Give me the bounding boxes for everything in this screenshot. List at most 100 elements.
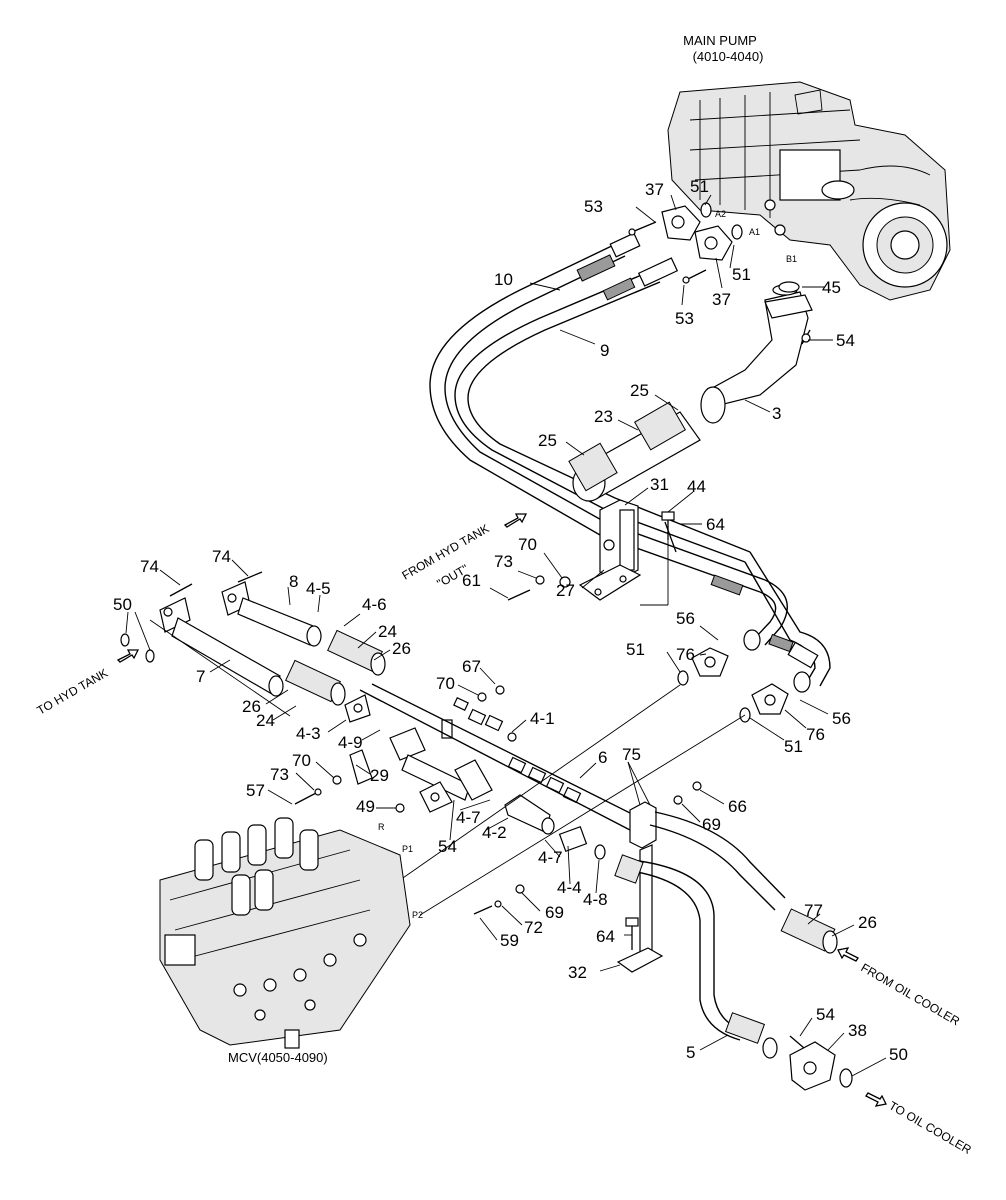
callout: 77	[804, 901, 823, 920]
suction-hose-23	[568, 401, 701, 502]
callout: 4-5	[306, 579, 331, 598]
fitting-4-2	[504, 794, 555, 835]
flange-76-upper	[691, 647, 729, 677]
callout: 25	[630, 381, 649, 400]
callout: 10	[494, 270, 513, 289]
nut-66	[692, 781, 702, 791]
callout: 4-9	[338, 733, 363, 752]
fitting-4-1-group	[453, 697, 517, 742]
oring-51-mid	[677, 670, 689, 686]
callout: 70	[518, 535, 537, 554]
oring-50-lower	[839, 1068, 853, 1088]
washer-70-upper	[559, 576, 571, 588]
callout: 8	[289, 572, 298, 591]
bolt-61	[507, 589, 531, 601]
from-oil-cooler-arrow	[837, 947, 859, 962]
callout: 57	[246, 781, 265, 800]
bracket-31	[578, 499, 642, 601]
from-hyd-tank-arrow	[503, 513, 528, 528]
callout: 51	[732, 265, 751, 284]
port-p1-label: P1	[402, 844, 413, 854]
callout: 31	[650, 475, 669, 494]
callout: 4-7	[456, 808, 481, 827]
return-pipe-7	[159, 597, 284, 697]
port-a2-label: A2	[715, 209, 726, 219]
callout: 51	[626, 640, 645, 659]
oring-4-8	[594, 844, 606, 860]
flange-38	[789, 1041, 836, 1091]
callout: 51	[690, 177, 709, 196]
bolt-54-pump	[801, 329, 811, 345]
callout: 27	[556, 581, 575, 600]
bolt-54-lower	[789, 1035, 805, 1049]
callout: 61	[462, 571, 481, 590]
oring-50-b	[145, 649, 155, 663]
fitting-4-4	[558, 826, 588, 852]
callout: 64	[596, 927, 615, 946]
callout: 4-2	[482, 823, 507, 842]
callout: 29	[370, 766, 389, 785]
port-p2-label: P2	[412, 910, 423, 920]
callout: 64	[706, 515, 725, 534]
bolt-64-lower	[625, 917, 639, 950]
mcv-valve	[159, 817, 411, 1049]
main-pump	[667, 81, 951, 301]
hoses-right-loop	[710, 551, 831, 693]
manifold-block	[344, 694, 493, 813]
callout: 3	[772, 404, 781, 423]
callout: 4-7	[538, 848, 563, 867]
to-hyd-tank-label: TO HYD TANK	[35, 666, 111, 718]
callout: 4-8	[583, 890, 608, 909]
callout: 67	[462, 657, 481, 676]
callout: 53	[584, 197, 603, 216]
to-oil-cooler-label: TO OIL COOLER	[887, 1098, 975, 1157]
callout: 53	[675, 309, 694, 328]
callout: 54	[438, 837, 457, 856]
callout: 51	[784, 737, 803, 756]
callout: 76	[806, 725, 825, 744]
pipe-6-b	[371, 683, 641, 819]
main-pump-range: (4010-4040)	[693, 49, 764, 64]
callout: 25	[538, 431, 557, 450]
oring-49	[395, 803, 405, 813]
bolt-53-upper	[628, 221, 657, 236]
bolt-57	[294, 791, 319, 805]
from-oil-cooler-label: FROM OIL COOLER	[859, 960, 963, 1028]
washer-69-right	[673, 795, 683, 805]
bracket-32	[616, 947, 664, 973]
bolt-53-lower	[682, 269, 707, 284]
pipe-5	[614, 854, 778, 1059]
hose-24-26-lower	[285, 659, 346, 706]
pipe7-line	[149, 619, 291, 717]
callout: 54	[836, 331, 855, 350]
callout: 37	[645, 180, 664, 199]
callout: 44	[687, 477, 706, 496]
callout: 38	[848, 1021, 867, 1040]
flange-37-lower	[694, 224, 743, 261]
leader-lines	[125, 194, 887, 1077]
hoses-9-10	[429, 232, 766, 593]
washer-70-lower	[332, 775, 342, 785]
callout: 56	[676, 609, 695, 628]
pipe-77	[649, 811, 838, 954]
callout: 74	[212, 547, 231, 566]
callout: 72	[524, 918, 543, 937]
callout: 26	[242, 697, 261, 716]
callout: 70	[436, 674, 455, 693]
callout: 56	[832, 709, 851, 728]
callout: 5	[686, 1043, 695, 1062]
to-hyd-tank-arrow	[116, 649, 140, 663]
washer-70-mid	[477, 692, 487, 702]
pipe-6-a	[359, 689, 631, 831]
callout: 7	[196, 667, 205, 686]
callout: 74	[140, 557, 159, 576]
callout: 69	[702, 815, 721, 834]
flange-37-upper	[661, 202, 712, 241]
callout: 50	[889, 1045, 908, 1064]
washer-73-lower	[314, 788, 322, 796]
bolt-74-right	[237, 571, 263, 583]
callout: 24	[256, 711, 275, 730]
oring-50-a	[120, 633, 130, 647]
leader-p2-51b	[419, 714, 746, 916]
